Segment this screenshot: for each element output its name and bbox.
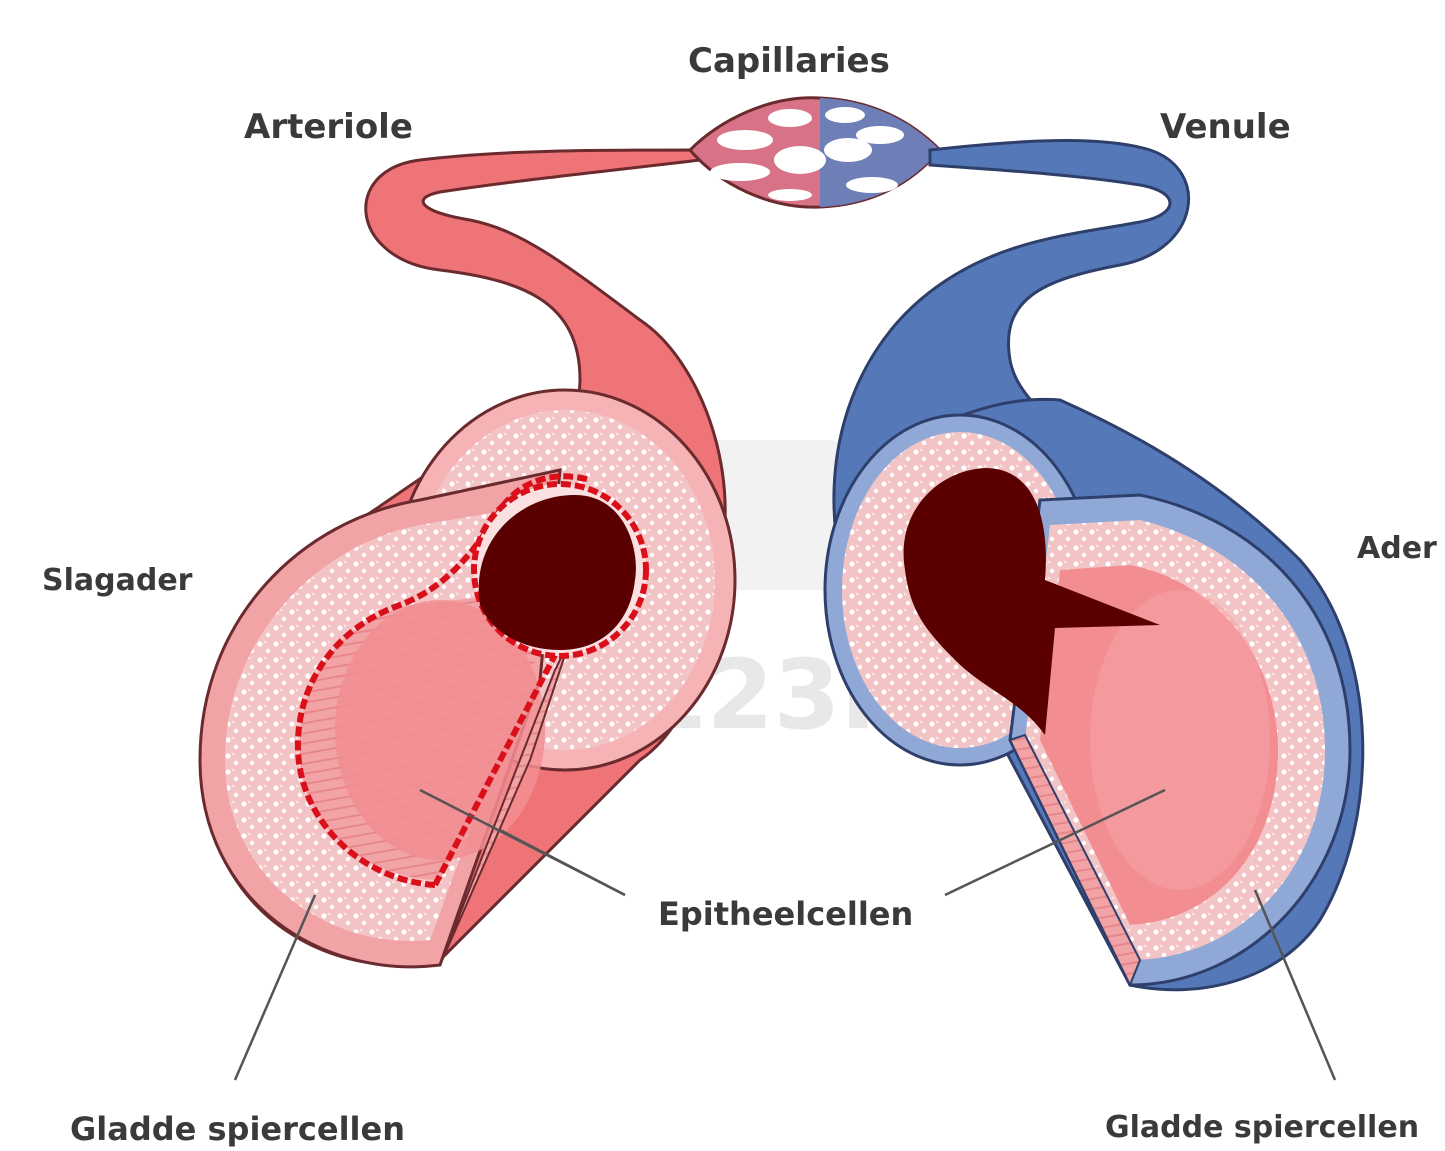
label-slagader: Slagader [42,563,193,598]
label-gladde-spiercellen-left: Gladde spiercellen [70,1110,405,1148]
label-venule: Venule [1160,107,1291,147]
label-arteriole: Arteriole [244,107,413,147]
label-ader: Ader [1357,531,1437,566]
label-epitheelcellen: Epitheelcellen [658,895,913,933]
capillary-bed [690,98,940,207]
slagader-artery [200,390,735,967]
label-gladde-spiercellen-right: Gladde spiercellen [1105,1110,1419,1145]
label-capillaries: Capillaries [688,41,890,81]
